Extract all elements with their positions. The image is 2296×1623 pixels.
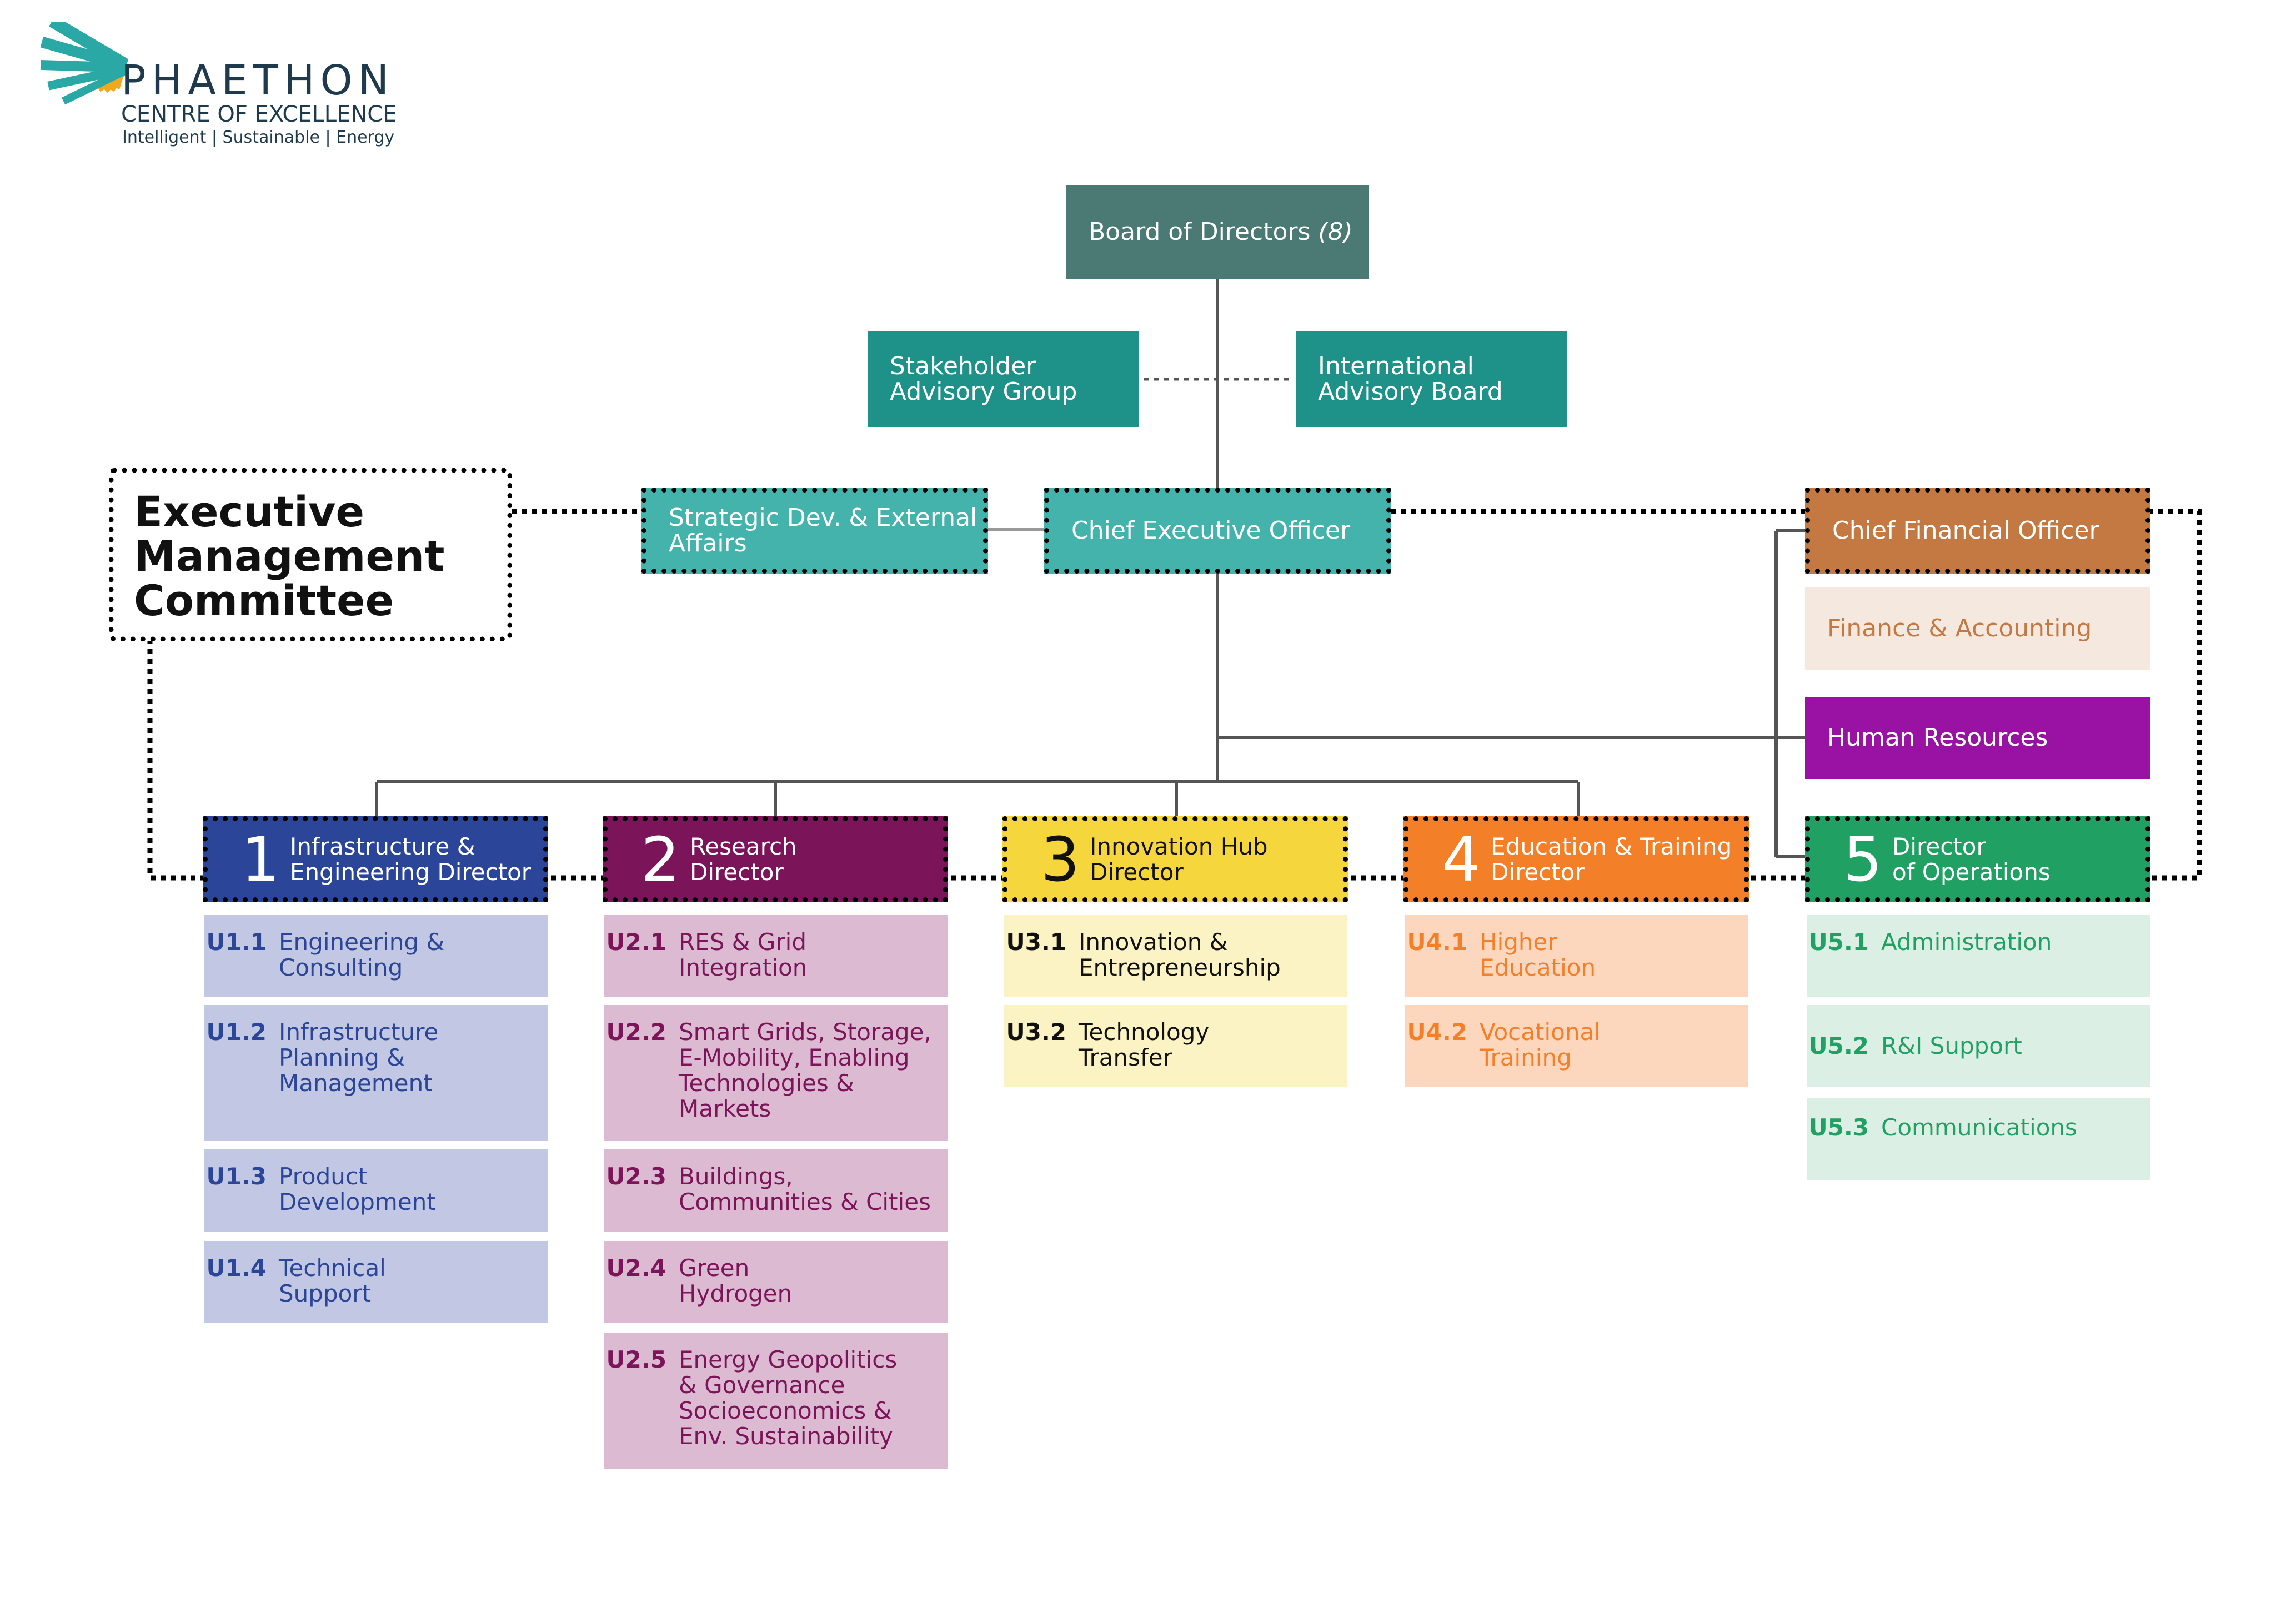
logo-ray bbox=[49, 22, 128, 70]
unit-box: U2.5 Energy Geopolitics & Governance Soci… bbox=[604, 1333, 948, 1469]
unit-box: U1.2 Infrastructure Planning & Management bbox=[204, 1005, 548, 1141]
unit-box: U5.1 Administration bbox=[1807, 915, 2150, 997]
executive-management-committee: Executive Management Committee bbox=[109, 468, 512, 641]
unit-label: Vocational Training bbox=[1480, 1018, 1601, 1071]
director-number: 2 bbox=[641, 823, 680, 895]
unit-code: U3.2 bbox=[1006, 1018, 1066, 1046]
unit-label: Administration bbox=[1881, 928, 2052, 956]
logo-name: PHAETHON bbox=[121, 57, 395, 104]
director-label: Infrastructure & Engineering Director bbox=[290, 832, 532, 886]
unit-box: U2.1 RES & Grid Integration bbox=[604, 915, 948, 997]
unit-label: Buildings, Communities & Cities bbox=[679, 1163, 931, 1215]
unit-label: Infrastructure Planning & Management bbox=[279, 1018, 439, 1097]
finance-label: Finance & Accounting bbox=[1827, 614, 2092, 642]
unit-box: U5.3 Communications bbox=[1807, 1098, 2150, 1180]
unit-code: U2.2 bbox=[606, 1018, 666, 1046]
director-number: 1 bbox=[241, 823, 280, 895]
unit-label: Product Development bbox=[279, 1163, 436, 1215]
international-advisory-box: International Advisory Board bbox=[1296, 331, 1567, 427]
unit-code: U1.2 bbox=[206, 1018, 267, 1046]
international-label: International Advisory Board bbox=[1318, 352, 1503, 406]
unit-box: U1.3 Product Development bbox=[204, 1149, 548, 1232]
unit-label: Smart Grids, Storage, E-Mobility, Enabli… bbox=[679, 1018, 931, 1122]
director-label: Innovation Hub Director bbox=[1090, 832, 1268, 886]
unit-code: U5.3 bbox=[1808, 1114, 1869, 1141]
stakeholder-label: Stakeholder Advisory Group bbox=[890, 352, 1077, 406]
strategic-development-box: Strategic Dev. & External Affairs bbox=[641, 488, 988, 574]
logo-subtitle: CENTRE OF EXCELLENCE bbox=[121, 102, 397, 127]
director-number: 4 bbox=[1442, 823, 1481, 895]
unit-code: U5.2 bbox=[1808, 1032, 1869, 1059]
unit-code: U5.1 bbox=[1808, 928, 1869, 956]
unit-label: Green Hydrogen bbox=[679, 1254, 793, 1307]
board-of-directors-box: Board of Directors (8) bbox=[1066, 185, 1369, 279]
director-label: Education & Training Director bbox=[1491, 832, 1732, 886]
unit-code: U2.1 bbox=[606, 928, 666, 956]
unit-label: Technology Transfer bbox=[1079, 1018, 1210, 1071]
unit-box: U4.1 Higher Education bbox=[1405, 915, 1748, 997]
director-number: 3 bbox=[1041, 823, 1080, 895]
stakeholder-advisory-box: Stakeholder Advisory Group bbox=[868, 331, 1139, 427]
unit-code: U1.4 bbox=[206, 1254, 267, 1282]
unit-code: U3.1 bbox=[1006, 928, 1066, 956]
unit-box: U4.2 Vocational Training bbox=[1405, 1005, 1748, 1087]
unit-label: Technical Support bbox=[279, 1254, 386, 1307]
unit-code: U2.4 bbox=[606, 1254, 666, 1282]
ceo-label: Chief Executive Officer bbox=[1071, 516, 1351, 545]
unit-code: U2.3 bbox=[606, 1163, 666, 1190]
board-label: Board of Directors bbox=[1089, 218, 1311, 246]
unit-box: U2.4 Green Hydrogen bbox=[604, 1241, 948, 1323]
strategic-label: Strategic Dev. & External Affairs bbox=[669, 503, 977, 557]
unit-label: Engineering & Consulting bbox=[279, 928, 445, 981]
logo-sunburst-icon bbox=[40, 22, 128, 105]
unit-box: U3.2 Technology Transfer bbox=[1004, 1005, 1347, 1087]
unit-box: U1.4 Technical Support bbox=[204, 1241, 548, 1323]
unit-box: U1.1 Engineering & Consulting bbox=[204, 915, 548, 997]
unit-label: RES & Grid Integration bbox=[679, 928, 808, 981]
director-label: Research Director bbox=[690, 832, 797, 886]
unit-box: U5.2 R&I Support bbox=[1807, 1005, 2150, 1087]
unit-label: Higher Education bbox=[1480, 928, 1596, 981]
ceo-box: Chief Executive Officer bbox=[1044, 488, 1391, 574]
finance-accounting-box: Finance & Accounting bbox=[1805, 587, 2150, 670]
unit-box: U2.3 Buildings, Communities & Cities bbox=[604, 1149, 948, 1232]
unit-box: U3.1 Innovation & Entrepreneurship bbox=[1004, 915, 1347, 997]
unit-code: U2.5 bbox=[606, 1346, 666, 1373]
unit-label: Energy Geopolitics & Governance Socioeco… bbox=[679, 1346, 898, 1450]
unit-code: U1.3 bbox=[206, 1163, 267, 1190]
logo-tagline: Intelligent | Sustainable | Energy bbox=[122, 128, 395, 147]
hr-label: Human Resources bbox=[1827, 723, 2048, 752]
unit-code: U1.1 bbox=[206, 928, 267, 956]
director-number: 5 bbox=[1843, 823, 1882, 895]
unit-label: Innovation & Entrepreneurship bbox=[1079, 928, 1281, 981]
unit-label: Communications bbox=[1881, 1114, 2077, 1141]
unit-code: U4.2 bbox=[1407, 1018, 1467, 1046]
cfo-box: Chief Financial Officer bbox=[1805, 488, 2150, 574]
unit-box: U2.2 Smart Grids, Storage, E-Mobility, En… bbox=[604, 1005, 948, 1141]
board-count: (8) bbox=[1318, 218, 1353, 246]
unit-code: U4.1 bbox=[1407, 928, 1467, 956]
human-resources-box: Human Resources bbox=[1805, 697, 2150, 779]
director-label: Director of Operations bbox=[1892, 832, 2051, 886]
cfo-label: Chief Financial Officer bbox=[1832, 516, 2099, 545]
unit-label: R&I Support bbox=[1881, 1032, 2022, 1059]
